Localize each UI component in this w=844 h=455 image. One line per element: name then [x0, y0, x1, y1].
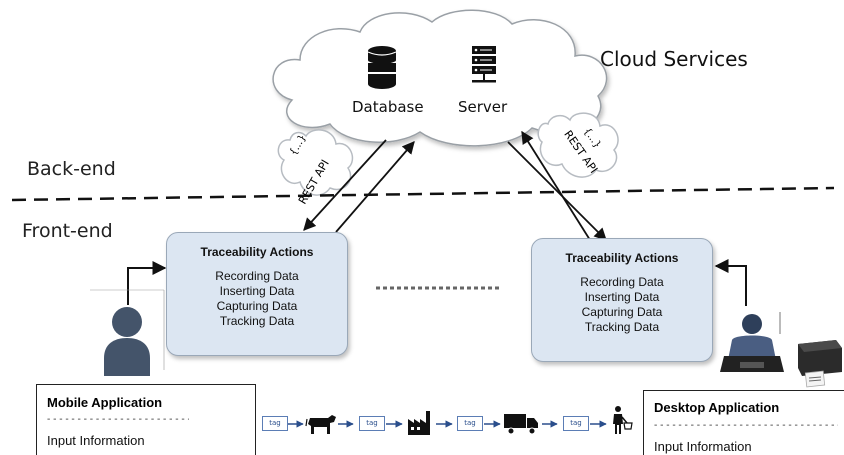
- rest-api-cloud-right: [537, 112, 619, 178]
- backend-frontend-separator: [11, 186, 835, 202]
- panel-item: Capturing Data: [216, 299, 298, 313]
- arrow-left-panel-to-cloud: [335, 141, 415, 233]
- panel-item: Inserting Data: [219, 284, 295, 298]
- server-label: Server: [458, 98, 508, 116]
- server-icon: [472, 46, 496, 83]
- arrow-cloud-to-right-panel: [507, 141, 607, 241]
- database-label: Database: [352, 98, 424, 116]
- desktop-app-divider: - - - - - - - - - - - - - - - - - - - - …: [654, 420, 838, 431]
- cloud-services-shape: [272, 9, 608, 147]
- desktop-application-box: Desktop Application - - - - - - - - - - …: [643, 390, 844, 455]
- truck-icon: [504, 414, 538, 435]
- supply-chain-row: [288, 406, 633, 435]
- panel-item: Tracking Data: [584, 320, 660, 334]
- cow-icon: [305, 415, 336, 434]
- printer-icon: [798, 340, 842, 388]
- traceability-panel-left: Traceability Actions Recording Data Inse…: [166, 232, 348, 356]
- factory-icon: [408, 411, 430, 435]
- mobile-application-box: Mobile Application - - - - - - - - - - -…: [36, 384, 256, 455]
- backend-label: Back-end: [27, 158, 116, 180]
- mobile-app-divider: - - - - - - - - - - - - - - - - - - - - …: [47, 414, 189, 425]
- user-icon: [104, 307, 150, 376]
- traceability-panel-right: Traceability Actions Recording Data Inse…: [531, 238, 713, 362]
- database-icon: [367, 46, 397, 89]
- panel-item: Inserting Data: [584, 290, 660, 304]
- panel-title: Traceability Actions: [565, 251, 679, 265]
- rest-api-cloud-left: [277, 129, 354, 196]
- frontend-label: Front-end: [22, 220, 113, 242]
- desktop-app-input-field[interactable]: Input Information: [654, 439, 752, 454]
- connector-user-to-right-panel: [714, 259, 747, 306]
- chain-tag: tag: [457, 416, 483, 431]
- laptop-user-icon: [718, 310, 788, 376]
- cloud-services-title: Cloud Services: [600, 47, 748, 71]
- connector-user-to-left-panel: [127, 261, 167, 305]
- panel-item: Tracking Data: [219, 314, 295, 328]
- arrow-right-panel-to-cloud: [521, 130, 591, 241]
- desktop-app-title: Desktop Application: [654, 400, 780, 415]
- panel-item: Recording Data: [580, 275, 664, 289]
- panel-item: Capturing Data: [581, 305, 663, 319]
- arrow-cloud-to-left-panel: [303, 139, 387, 231]
- mobile-app-title: Mobile Application: [47, 395, 163, 410]
- shopper-icon: [613, 406, 633, 434]
- chain-tag: tag: [563, 416, 589, 431]
- chain-tag: tag: [359, 416, 385, 431]
- panel-item: Recording Data: [215, 269, 299, 283]
- chain-tag: tag: [262, 416, 288, 431]
- panel-title: Traceability Actions: [200, 245, 314, 259]
- mobile-app-input-field[interactable]: Input Information: [47, 433, 145, 448]
